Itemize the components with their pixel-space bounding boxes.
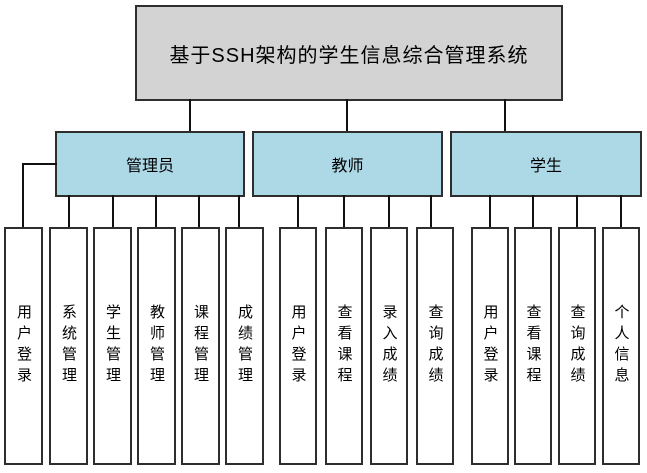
leaf-label: 用户登录 bbox=[289, 304, 307, 388]
leaf-node-admin-teacher-mgmt: 教师管理 bbox=[137, 227, 176, 465]
branch-node-student: 学生 bbox=[450, 131, 642, 197]
leaf-node-admin-grade-mgmt: 成绩管理 bbox=[225, 227, 264, 465]
leaf-label: 查询成绩 bbox=[426, 304, 444, 388]
branch-node-admin: 管理员 bbox=[55, 131, 245, 197]
leaf-label: 查看课程 bbox=[335, 304, 353, 388]
leaf-node-teacher-query-grade: 查询成绩 bbox=[416, 227, 454, 465]
leaf-node-teacher-user-login: 用户登录 bbox=[279, 227, 317, 465]
branch-label: 教师 bbox=[331, 158, 364, 175]
connector-admin-child-3 bbox=[112, 195, 114, 229]
connector-root-teacher bbox=[346, 99, 348, 131]
connector-root-student bbox=[504, 99, 506, 131]
connector-teacher-child-2 bbox=[343, 195, 345, 229]
leaf-node-student-view-course: 查看课程 bbox=[514, 227, 552, 465]
leaf-node-student-query-grade: 查询成绩 bbox=[558, 227, 596, 465]
connector-admin-child-5 bbox=[198, 195, 200, 229]
leaf-node-admin-user-login: 用户登录 bbox=[4, 227, 43, 465]
connector-teacher-child-1 bbox=[297, 195, 299, 229]
connector-student-child-2 bbox=[532, 195, 534, 229]
connector-admin-child-2 bbox=[68, 195, 70, 229]
branch-label: 管理员 bbox=[125, 158, 174, 175]
leaf-label: 查看课程 bbox=[524, 304, 542, 388]
connector-admin-login-horizontal bbox=[22, 163, 57, 165]
connector-admin-child-4 bbox=[155, 195, 157, 229]
branch-node-teacher: 教师 bbox=[252, 131, 443, 197]
leaf-label: 系统管理 bbox=[60, 304, 77, 388]
leaf-label: 课程管理 bbox=[192, 304, 209, 388]
leaf-node-student-personal-info: 个人信息 bbox=[602, 227, 640, 465]
leaf-label: 教师管理 bbox=[148, 304, 165, 388]
leaf-label: 成绩管理 bbox=[236, 304, 253, 388]
connector-admin-child-6 bbox=[238, 195, 240, 229]
connector-student-child-4 bbox=[620, 195, 622, 229]
leaf-label: 录入成绩 bbox=[380, 304, 398, 388]
leaf-node-admin-system-mgmt: 系统管理 bbox=[49, 227, 88, 465]
root-node-system: 基于SSH架构的学生信息综合管理系统 bbox=[135, 5, 563, 101]
leaf-node-teacher-view-course: 查看课程 bbox=[325, 227, 363, 465]
root-title: 基于SSH架构的学生信息综合管理系统 bbox=[169, 44, 529, 67]
leaf-label: 学生管理 bbox=[104, 304, 121, 388]
connector-student-child-1 bbox=[489, 195, 491, 229]
branch-label: 学生 bbox=[529, 158, 562, 175]
leaf-label: 个人信息 bbox=[612, 304, 630, 388]
connector-student-child-3 bbox=[576, 195, 578, 229]
leaf-node-admin-course-mgmt: 课程管理 bbox=[181, 227, 220, 465]
leaf-node-admin-student-mgmt: 学生管理 bbox=[93, 227, 132, 465]
connector-root-admin bbox=[189, 99, 191, 131]
leaf-label: 查询成绩 bbox=[568, 304, 586, 388]
connector-admin-login-vertical bbox=[22, 163, 24, 229]
leaf-label: 用户登录 bbox=[481, 304, 499, 388]
connector-teacher-child-3 bbox=[388, 195, 390, 229]
leaf-label: 用户登录 bbox=[15, 304, 32, 388]
leaf-node-teacher-enter-grade: 录入成绩 bbox=[370, 227, 408, 465]
leaf-node-student-user-login: 用户登录 bbox=[471, 227, 509, 465]
connector-teacher-child-4 bbox=[430, 195, 432, 229]
